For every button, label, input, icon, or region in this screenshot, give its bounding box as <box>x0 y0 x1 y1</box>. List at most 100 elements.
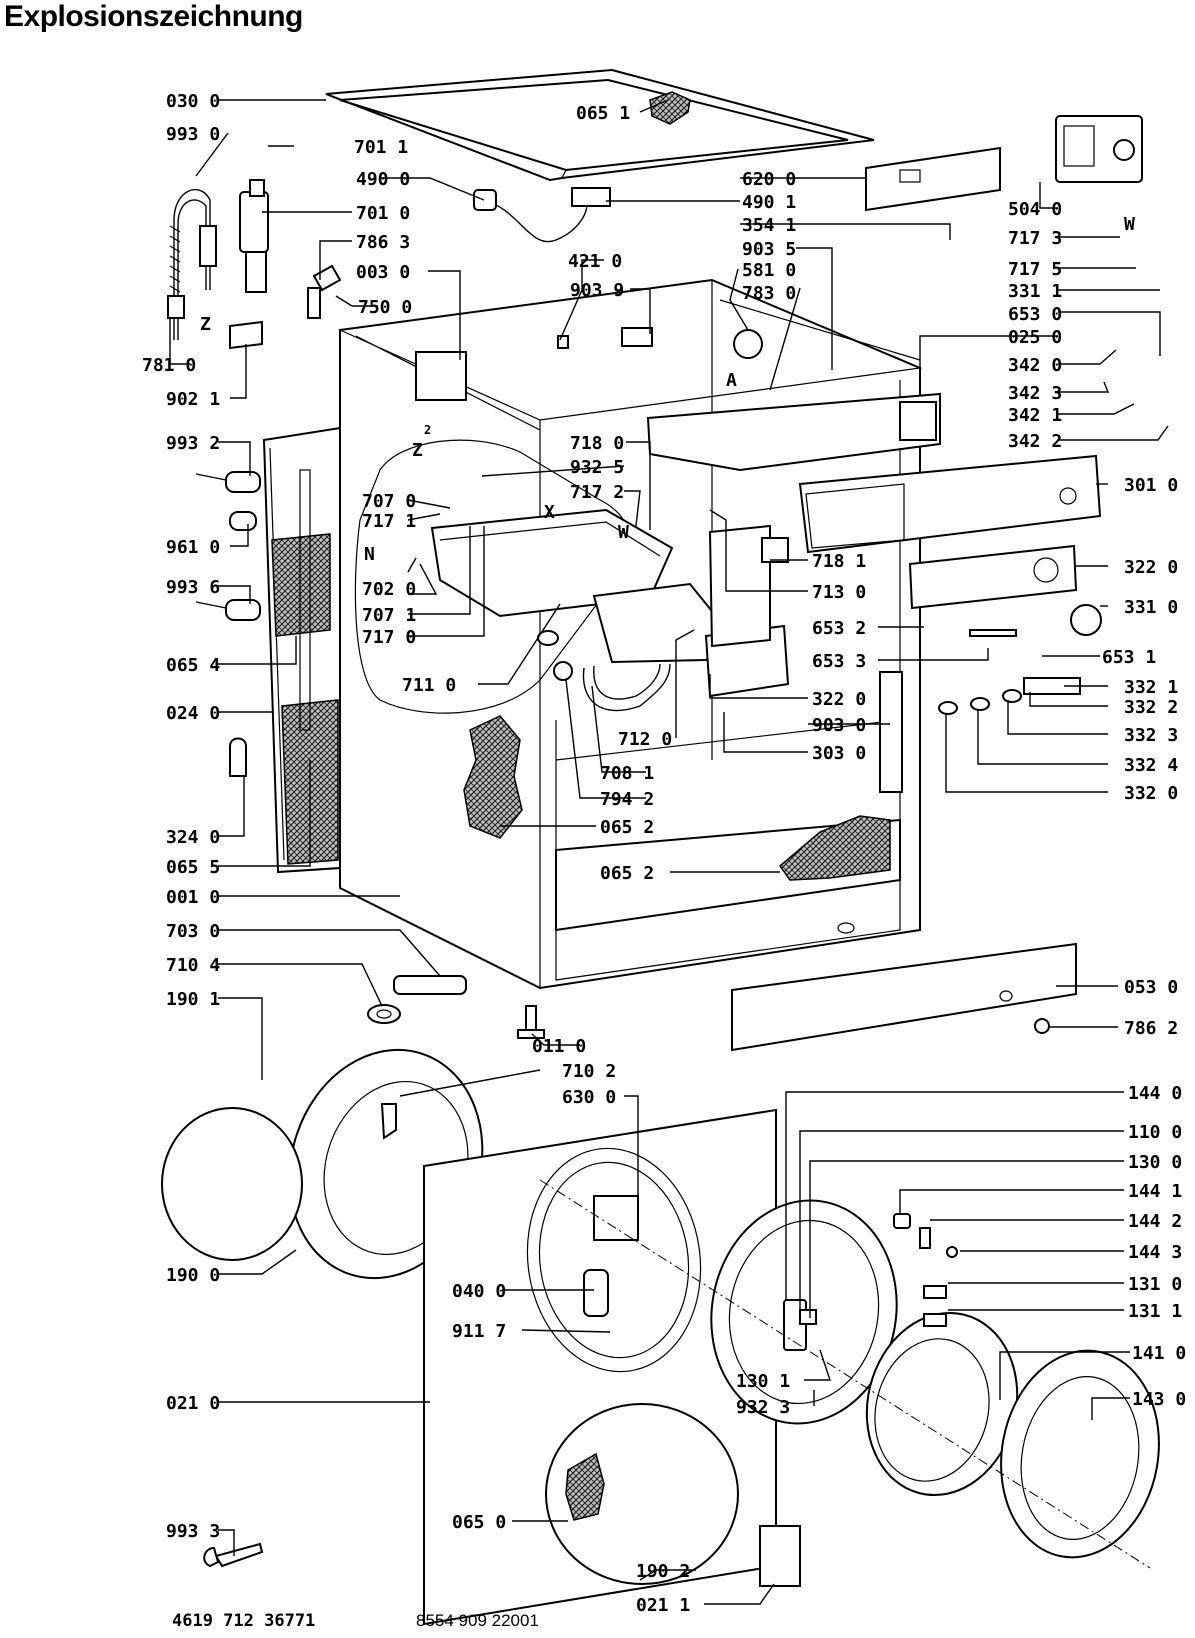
wall-bracket <box>229 737 247 777</box>
detergent-cup-holder <box>415 351 467 401</box>
part-label: 707 1 <box>362 605 416 626</box>
relay-small <box>557 327 653 349</box>
part-label: 903 0 <box>812 715 866 736</box>
part-label: 331 1 <box>1008 281 1062 302</box>
part-label: 011 0 <box>532 1036 586 1057</box>
front-insulation <box>545 1403 739 1585</box>
part-label: 040 0 <box>452 1281 506 1302</box>
part-label: 143 0 <box>1132 1389 1186 1410</box>
hose-clamp <box>229 320 263 350</box>
part-label: 065 5 <box>166 857 220 878</box>
part-label: 065 1 <box>576 103 630 124</box>
interference-filter <box>571 187 611 207</box>
part-label: 911 7 <box>452 1321 506 1342</box>
front-fascia <box>798 454 1102 554</box>
part-label: 144 1 <box>1128 1181 1182 1202</box>
part-label: 701 0 <box>356 203 410 224</box>
part-label: 717 0 <box>362 627 416 648</box>
cabinet-insulation-floor <box>778 815 891 881</box>
part-label: 490 1 <box>742 192 796 213</box>
part-label: 021 0 <box>166 1393 220 1414</box>
mains-cable <box>473 189 588 243</box>
part-label: 750 0 <box>358 297 412 318</box>
part-label: 718 1 <box>812 551 866 572</box>
part-label: 065 0 <box>452 1512 506 1533</box>
part-label: 902 1 <box>166 389 220 410</box>
programmer-module <box>1055 115 1143 183</box>
part-label: 003 0 <box>356 262 410 283</box>
kickplate <box>731 942 1077 1052</box>
part-label: 717 1 <box>362 511 416 532</box>
part-label: 783 0 <box>742 283 796 304</box>
part-label: 717 3 <box>1008 228 1062 249</box>
marker-z-cup: Z <box>412 440 423 461</box>
part-label: 332 2 <box>1124 697 1178 718</box>
side-panel <box>262 426 341 874</box>
front-trim-piece <box>759 1525 801 1587</box>
push-buttons <box>938 629 1081 715</box>
side-bolt-upper <box>195 471 261 493</box>
part-label: 581 0 <box>742 260 796 281</box>
document-number: 8554 909 22001 <box>416 1611 539 1630</box>
level-switch <box>733 329 763 359</box>
part-label: 322 0 <box>812 689 866 710</box>
part-label: 021 1 <box>636 1595 690 1616</box>
part-label: 190 1 <box>166 989 220 1010</box>
part-label: 141 0 <box>1132 1343 1186 1364</box>
part-label: 332 3 <box>1124 725 1178 746</box>
part-label: 065 4 <box>166 655 220 676</box>
part-label: 786 3 <box>356 232 410 253</box>
wrench-tool <box>203 1542 264 1568</box>
part-label: 030 0 <box>166 91 220 112</box>
program-knob <box>1070 604 1102 636</box>
part-label: 993 0 <box>166 124 220 145</box>
part-label: 707 0 <box>362 491 416 512</box>
tub-gasket <box>161 1107 303 1261</box>
part-label: 024 0 <box>166 703 220 724</box>
part-label: 717 2 <box>570 482 624 503</box>
part-label: 130 0 <box>1128 1152 1182 1173</box>
part-label: 711 0 <box>402 675 456 696</box>
leader-lines <box>169 99 1169 1605</box>
control-board <box>865 146 1001 212</box>
part-label: 025 0 <box>1008 327 1062 348</box>
part-label: 993 2 <box>166 433 220 454</box>
part-label: 653 3 <box>812 651 866 672</box>
part-label: 702 0 <box>362 579 416 600</box>
part-label: 332 1 <box>1124 677 1178 698</box>
part-label: 993 3 <box>166 1521 220 1542</box>
detail-balloon <box>354 439 631 714</box>
part-label: 053 0 <box>1124 977 1178 998</box>
foot-screw <box>517 1005 545 1039</box>
part-label: 303 0 <box>812 743 866 764</box>
inlet-valve-elbow <box>307 264 342 319</box>
part-label: 710 2 <box>562 1061 616 1082</box>
part-label: 717 5 <box>1008 259 1062 280</box>
part-label: 718 0 <box>570 433 624 454</box>
part-label: 354 1 <box>742 215 796 236</box>
part-label: 932 5 <box>570 457 624 478</box>
part-label: 342 1 <box>1008 405 1062 426</box>
part-label: 713 0 <box>812 582 866 603</box>
part-label: 110 0 <box>1128 1122 1182 1143</box>
part-label: 932 3 <box>736 1397 790 1418</box>
part-label: 342 3 <box>1008 383 1062 404</box>
marker-z-left: Z <box>200 314 211 335</box>
marker-a: A <box>726 370 737 391</box>
part-label: 710 4 <box>166 955 220 976</box>
part-label: 322 0 <box>1124 557 1178 578</box>
part-label: 001 0 <box>166 887 220 908</box>
door-hinge <box>783 1299 817 1351</box>
part-label: 144 3 <box>1128 1242 1182 1263</box>
assembly-axis <box>539 1179 1151 1569</box>
part-label: 993 6 <box>166 577 220 598</box>
transport-clip <box>229 511 257 531</box>
marker-x: X <box>544 502 555 523</box>
water-valve <box>239 179 269 293</box>
part-label: 703 0 <box>166 921 220 942</box>
part-label: 708 1 <box>600 763 654 784</box>
part-label: 653 0 <box>1008 304 1062 325</box>
part-label: 342 2 <box>1008 431 1062 452</box>
part-label: 131 1 <box>1128 1301 1182 1322</box>
